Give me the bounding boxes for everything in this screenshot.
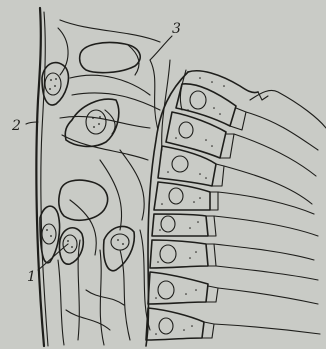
label-3: 3 (172, 21, 181, 37)
label-2: 2 (11, 118, 21, 134)
label-1: 1 (27, 269, 36, 285)
